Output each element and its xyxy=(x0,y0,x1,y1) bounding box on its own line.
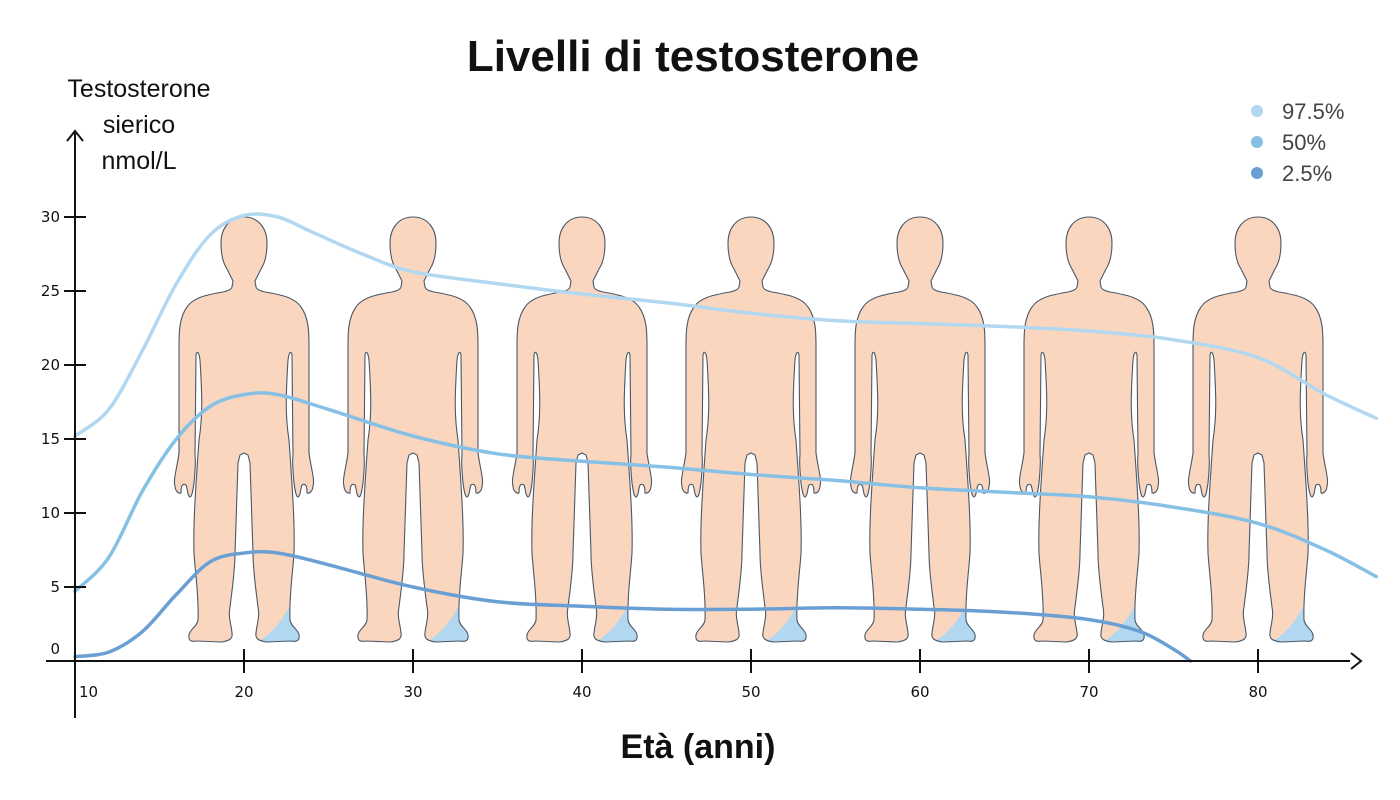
person-figure-age-40 xyxy=(511,216,653,643)
x-tick-label: 70 xyxy=(1079,683,1098,701)
x-tick-label: 40 xyxy=(572,683,591,701)
legend-marker xyxy=(1251,167,1263,179)
legend-marker xyxy=(1251,105,1263,117)
y-tick-label: 20 xyxy=(41,356,60,374)
x-tick-label: 20 xyxy=(234,683,253,701)
figures-layer xyxy=(173,216,1329,643)
x-tick-label: 30 xyxy=(403,683,422,701)
series-line-50 xyxy=(73,391,1379,594)
person-figure-age-70 xyxy=(1018,216,1160,643)
person-figure-age-20 xyxy=(173,216,315,643)
x-tick-label: 80 xyxy=(1248,683,1267,701)
x-tick-label: 10 xyxy=(79,683,98,701)
series-line-975 xyxy=(73,212,1379,438)
ticks-layer: 10 20 30 40 50 60 70 80 0 5 10 15 20 25 30 xyxy=(41,208,1268,701)
curves-layer xyxy=(73,212,1379,663)
y-axis-label-line-2: sierico xyxy=(103,111,175,139)
y-axis-arrow xyxy=(66,129,84,142)
y-axis-label-line-3: nmol/L xyxy=(101,147,176,175)
legend: 97.5% 50% 2.5% xyxy=(1251,99,1344,186)
y-axis-label-line-1: Testosterone xyxy=(67,75,210,103)
series-line-25 xyxy=(73,549,1193,663)
person-figure-age-80 xyxy=(1187,216,1329,643)
legend-marker xyxy=(1251,136,1263,148)
y-tick-label: 25 xyxy=(41,282,60,300)
y-tick-label: 30 xyxy=(41,208,60,226)
x-tick-label: 50 xyxy=(741,683,760,701)
legend-label: 97.5% xyxy=(1282,99,1344,124)
legend-label: 50% xyxy=(1282,130,1326,155)
legend-label: 2.5% xyxy=(1282,161,1332,186)
axes-layer xyxy=(46,129,1363,718)
person-figure-age-50 xyxy=(680,216,822,643)
x-axis-label: Età (anni) xyxy=(621,728,776,766)
chart-title: Livelli di testosterone xyxy=(467,32,919,81)
x-axis-arrow xyxy=(1350,652,1363,670)
y-tick-label: 10 xyxy=(41,504,60,522)
y-tick-label: 0 xyxy=(50,640,60,658)
x-tick-label: 60 xyxy=(910,683,929,701)
y-tick-label: 5 xyxy=(50,578,60,596)
y-tick-label: 15 xyxy=(41,430,60,448)
person-figure-age-60 xyxy=(849,216,991,643)
